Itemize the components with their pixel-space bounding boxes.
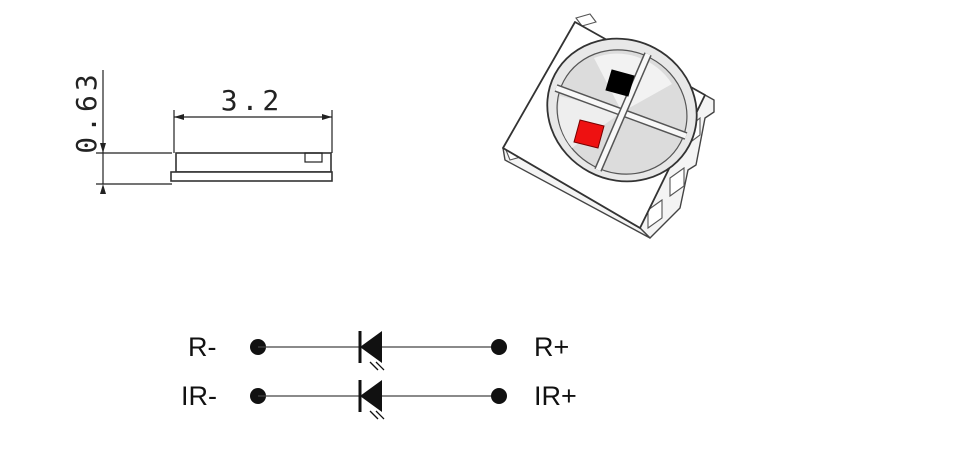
r-plus-terminal: [491, 339, 507, 355]
ir-minus-label: IR-: [181, 381, 217, 411]
ir-chip: [605, 69, 635, 97]
r-plus-label: R+: [534, 332, 569, 362]
side-view: 3.2 0.63: [70, 70, 333, 194]
package-3d-view: [502, 13, 715, 239]
ir-diode-symbol: [358, 380, 385, 420]
ir-plus-terminal: [491, 388, 507, 404]
lens-cavity: [546, 37, 698, 183]
height-dimension: 0.63: [70, 70, 172, 194]
schematic-row-ir: IR- IR+: [181, 380, 577, 420]
schematic: R- R+ IR- IR+: [181, 331, 577, 420]
side-view-body: [170, 152, 333, 182]
red-diode-symbol: [358, 331, 385, 371]
height-dimension-label: 0.63: [70, 70, 103, 153]
schematic-row-red: R- R+: [188, 331, 569, 371]
width-dimension-label: 3.2: [221, 84, 284, 117]
r-minus-label: R-: [188, 332, 217, 362]
ir-plus-label: IR+: [534, 381, 577, 411]
red-chip: [573, 119, 605, 149]
width-dimension: 3.2: [173, 84, 333, 153]
